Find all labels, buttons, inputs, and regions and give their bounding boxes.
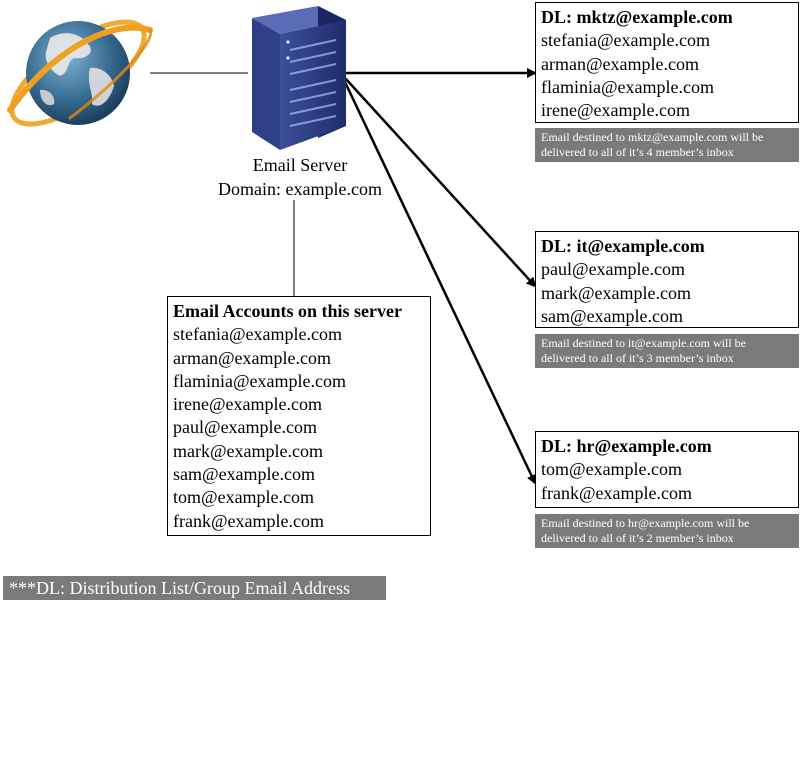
account-item: irene@example.com — [173, 394, 323, 415]
account-item: mark@example.com — [173, 440, 324, 461]
dl-title: DL: it@example.com — [541, 236, 705, 256]
dl-member: stefania@example.com — [541, 30, 711, 51]
dl-member: mark@example.com — [541, 282, 692, 303]
server-domain: Domain: example.com — [218, 179, 382, 199]
globe-icon — [7, 19, 153, 127]
account-item: sam@example.com — [173, 464, 316, 485]
dl-member: sam@example.com — [541, 305, 684, 326]
arrow-to-dl-it — [344, 77, 537, 288]
dl-member: flaminia@example.com — [541, 76, 715, 97]
server-icon — [252, 6, 346, 150]
account-item: tom@example.com — [173, 487, 315, 508]
dl-box-hr: DL: hr@example.com tom@example.com frank… — [535, 431, 799, 508]
account-item: frank@example.com — [173, 510, 325, 531]
arrow-to-dl-hr — [343, 81, 537, 485]
dl-title: DL: hr@example.com — [541, 436, 712, 456]
dl-box-it: DL: it@example.com paul@example.com mark… — [535, 231, 799, 328]
dl-member: arman@example.com — [541, 53, 700, 74]
dl-note-it: Email destined to it@example.com will be… — [535, 334, 799, 368]
account-item: paul@example.com — [173, 417, 318, 438]
dl-member: paul@example.com — [541, 259, 686, 280]
dl-note-hr: Email destined to hr@example.com will be… — [535, 514, 799, 548]
dl-member: tom@example.com — [541, 459, 683, 480]
accounts-title: Email Accounts on this server — [173, 301, 402, 321]
dl-note-mktz: Email destined to mktz@example.com will … — [535, 128, 799, 162]
dl-box-mktz: DL: mktz@example.com stefania@example.co… — [535, 2, 799, 123]
account-item: arman@example.com — [173, 347, 332, 368]
server-label: Email Server Domain: example.com — [200, 153, 400, 201]
server-name: Email Server — [252, 155, 348, 175]
footnote: ***DL: Distribution List/Group Email Add… — [3, 576, 386, 600]
account-item: stefania@example.com — [173, 324, 343, 345]
dl-title: DL: mktz@example.com — [541, 7, 733, 27]
dl-member: frank@example.com — [541, 482, 693, 503]
account-item: flaminia@example.com — [173, 370, 347, 391]
dl-member: irene@example.com — [541, 100, 691, 121]
accounts-box: Email Accounts on this server stefania@e… — [167, 296, 431, 536]
